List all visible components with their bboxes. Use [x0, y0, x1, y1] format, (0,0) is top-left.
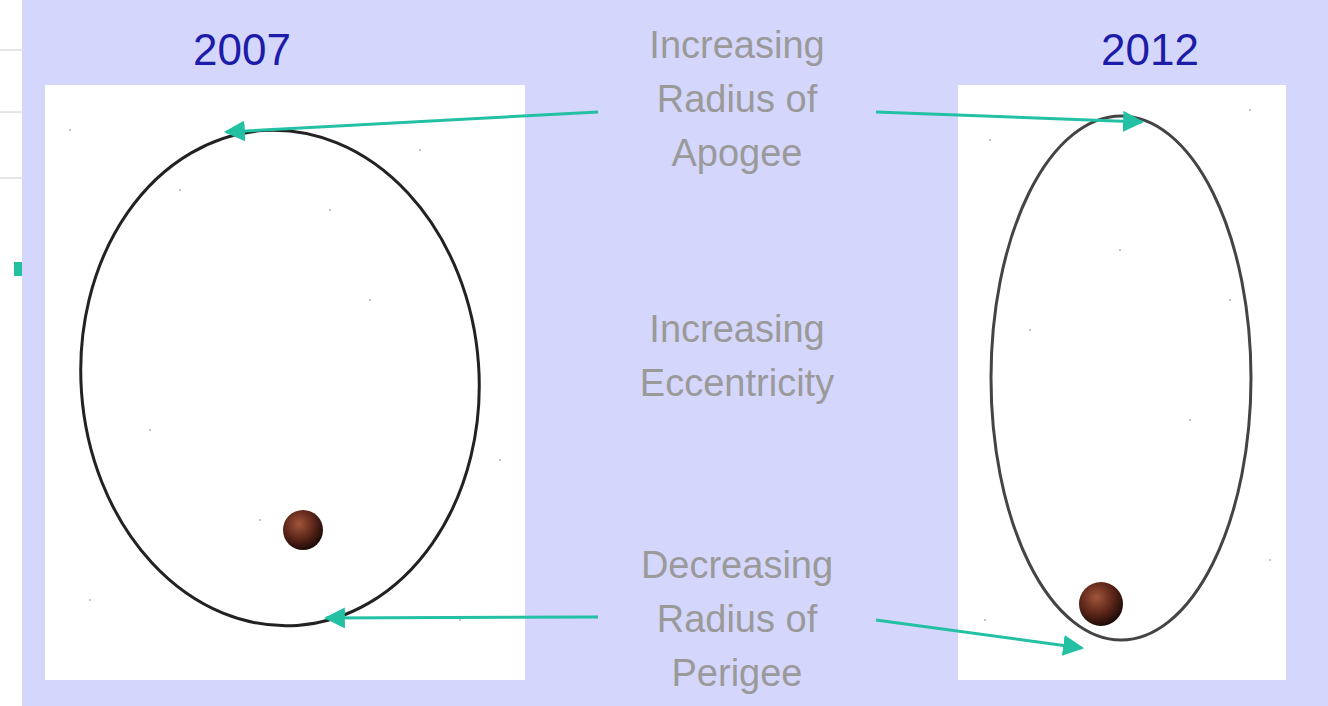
annotation-text: Increasing Eccentricity — [600, 302, 874, 410]
cropped-gridline — [0, 50, 22, 51]
cropped-gridline — [0, 178, 22, 179]
cropped-gridline — [0, 112, 22, 113]
leader-arrow — [876, 112, 1142, 122]
leader-arrow — [876, 620, 1082, 648]
annotation-text: Decreasing Radius of Perigee — [600, 538, 874, 700]
orbit-image-2007 — [45, 85, 525, 680]
orbit-ellipse — [991, 116, 1251, 640]
leader-arrow — [326, 617, 598, 618]
year-label: 2007 — [172, 22, 312, 78]
year-label: 2012 — [1080, 22, 1220, 78]
cropped-marker — [14, 262, 22, 276]
mars-planet — [1079, 582, 1123, 626]
background-panel — [22, 0, 1328, 706]
mars-planet — [283, 510, 323, 550]
annotation-text: Increasing Radius of Apogee — [600, 18, 874, 180]
leader-arrow — [226, 112, 598, 132]
orbit-image-2012 — [958, 85, 1286, 680]
orbit-ellipse — [64, 117, 496, 640]
